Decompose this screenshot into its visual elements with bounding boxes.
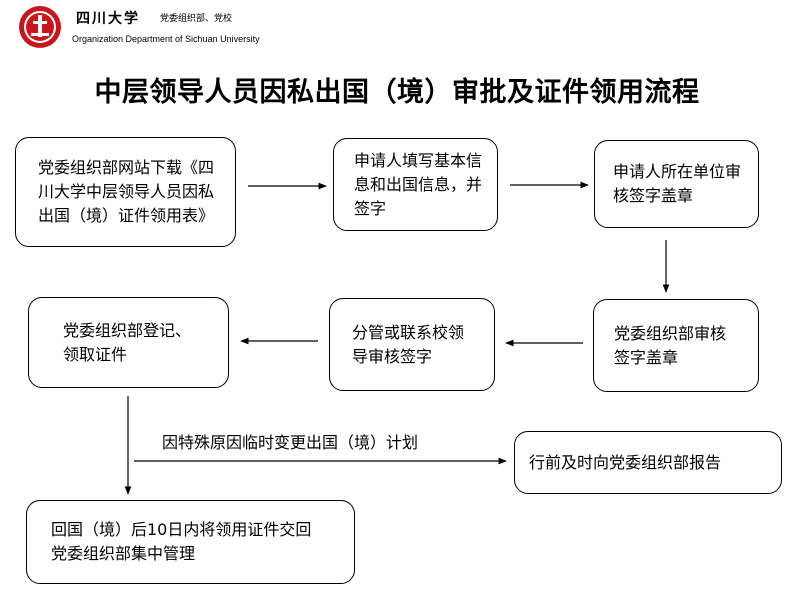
department-name-en: Organization Department of Sichuan Unive… bbox=[72, 34, 260, 44]
header: 四川大学 党委组织部、党校 Organization Department of… bbox=[0, 0, 794, 52]
node-unit-review: 申请人所在单位审核签字盖章 bbox=[594, 140, 759, 228]
node-fill-info: 申请人填写基本信息和出国信息，并签字 bbox=[333, 138, 498, 231]
node-org-review: 党委组织部审核签字盖章 bbox=[593, 299, 759, 392]
node-download-form: 党委组织部网站下载《四川大学中层领导人员因私出国（境）证件领用表》 bbox=[15, 137, 236, 247]
node-download-form-label: 党委组织部网站下载《四川大学中层领导人员因私出国（境）证件领用表》 bbox=[38, 158, 215, 225]
node-report-before-trip-label: 行前及时向党委组织部报告 bbox=[529, 452, 722, 472]
node-register-collect-label: 党委组织部登记、领取证件 bbox=[63, 320, 192, 364]
node-report-before-trip: 行前及时向党委组织部报告 bbox=[514, 431, 782, 494]
node-return-documents-label: 回国（境）后10日内将领用证件交回党委组织部集中管理 bbox=[51, 520, 312, 563]
node-fill-info-label: 申请人填写基本信息和出国信息，并签字 bbox=[354, 150, 483, 218]
university-seal-icon bbox=[19, 6, 61, 48]
page-title: 中层领导人员因私出国（境）审批及证件领用流程 bbox=[94, 77, 700, 108]
department-name: 党委组织部、党校 bbox=[160, 14, 233, 24]
node-return-documents: 回国（境）后10日内将领用证件交回党委组织部集中管理 bbox=[26, 500, 355, 584]
node-register-collect: 党委组织部登记、领取证件 bbox=[28, 297, 229, 388]
node-unit-review-label: 申请人所在单位审核签字盖章 bbox=[613, 162, 742, 205]
university-name: 四川大学 bbox=[76, 11, 140, 27]
node-leader-review-label: 分管或联系校领导审核签字 bbox=[352, 322, 465, 366]
change-plan-label: 因特殊原因临时变更出国（境）计划 bbox=[162, 433, 419, 452]
node-org-review-label: 党委组织部审核签字盖章 bbox=[614, 323, 727, 367]
node-leader-review: 分管或联系校领导审核签字 bbox=[329, 298, 495, 391]
